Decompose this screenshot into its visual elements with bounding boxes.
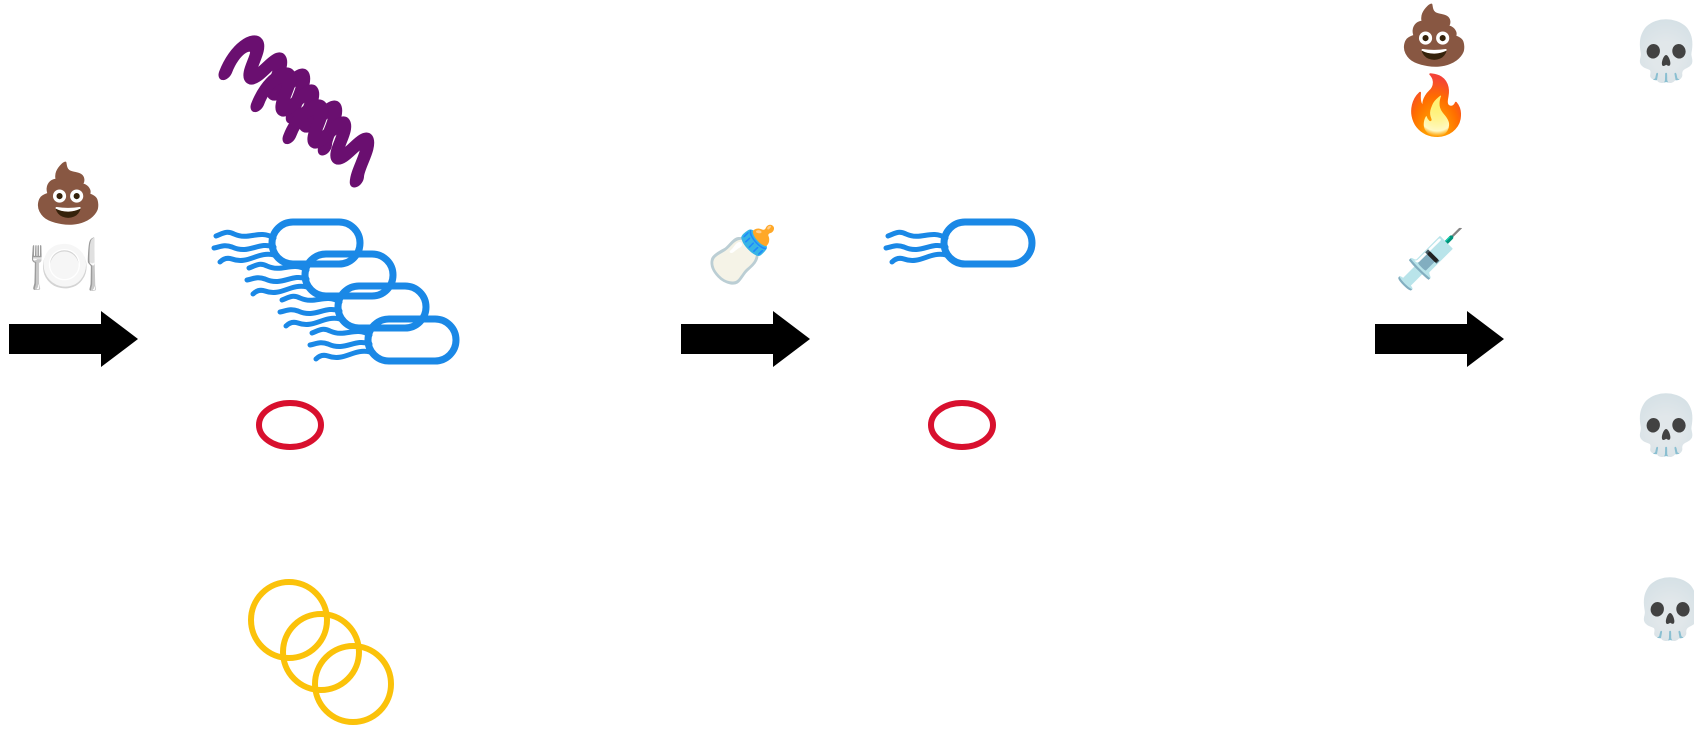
- flagellated-rod-bacterium: [214, 222, 360, 264]
- poop-icon: 💩: [1398, 6, 1470, 64]
- skull-icon: 💀: [1634, 580, 1694, 638]
- syringe-icon: 💉: [1394, 230, 1466, 288]
- baby-bottle-icon: 🍼: [706, 226, 778, 284]
- fire-icon: 🔥: [1400, 76, 1472, 134]
- coccus-cluster: [251, 582, 391, 722]
- coccus-bacterium: [283, 614, 359, 690]
- poop-icon: 💩: [32, 164, 104, 222]
- arrow-1: [9, 311, 138, 367]
- arrow-3: [1375, 311, 1504, 367]
- skull-icon: 💀: [1630, 22, 1694, 80]
- red-ring: [259, 403, 321, 447]
- coccus-bacterium: [315, 646, 391, 722]
- spiral-bacteria-cluster: [224, 39, 378, 182]
- rod-bacteria-cluster: [214, 222, 456, 361]
- fork-knife-plate-icon: 🍽️: [28, 236, 100, 294]
- red-ring-after: [931, 403, 993, 447]
- coccus-bacterium: [251, 582, 327, 658]
- arrow-2: [681, 311, 810, 367]
- flagellated-rod-bacterium-single: [886, 222, 1032, 264]
- flagellated-rod-bacterium: [247, 254, 393, 296]
- skull-icon: 💀: [1630, 396, 1694, 454]
